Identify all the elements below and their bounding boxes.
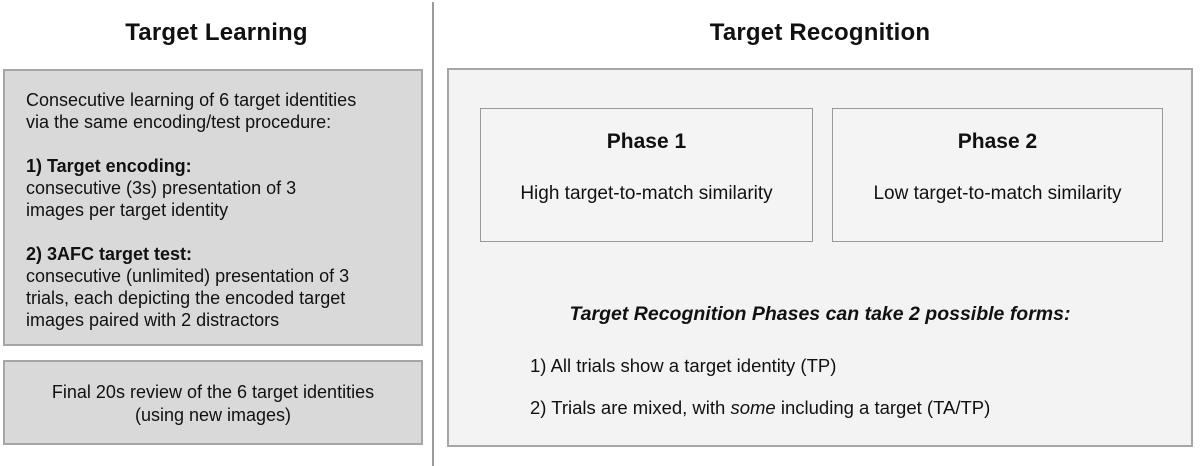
learning-intro-line: via the same encoding/test procedure:	[26, 112, 332, 132]
panel-divider	[432, 2, 434, 466]
step1-label: 1) Target encoding:	[26, 156, 192, 176]
phase-2-box: Phase 2 Low target-to-match similarity	[832, 108, 1163, 242]
review-line: Final 20s review of the 6 target identit…	[51, 382, 375, 402]
phase-2-title: Phase 2	[957, 130, 1038, 153]
phase-1-description: High target-to-match similarity	[520, 183, 773, 204]
review-line: (using new images)	[134, 405, 292, 425]
form-item-2-emphasis: some	[730, 397, 776, 418]
target-learning-title: Target Learning	[125, 19, 308, 46]
learning-intro-line: Consecutive learning of 6 target identit…	[26, 90, 357, 110]
form-item-2-before: 2) Trials are mixed, with	[530, 397, 731, 418]
learning-procedure-box: Consecutive learning of 6 target identit…	[3, 69, 423, 346]
step1-text-line: consecutive (3s) presentation of 3	[26, 178, 297, 198]
step2-text-line: trials, each depicting the encoded targe…	[26, 288, 346, 308]
phase-1-box: Phase 1 High target-to-match similarity	[480, 108, 813, 242]
final-review-box: Final 20s review of the 6 target identit…	[3, 360, 423, 445]
step2-text-line: consecutive (unlimited) presentation of …	[26, 266, 350, 286]
phase-1-title: Phase 1	[606, 130, 687, 153]
form-item-2-after: including a target (TA/TP)	[775, 397, 991, 418]
step2-label: 2) 3AFC target test:	[26, 244, 193, 264]
recognition-box: Phase 1 High target-to-match similarity …	[447, 68, 1193, 447]
form-item-1: 1) All trials show a target identity (TP…	[530, 355, 837, 376]
step1-text-line: images per target identity	[26, 200, 229, 220]
spacer	[26, 133, 403, 155]
step2-text-line: images paired with 2 distractors	[26, 310, 280, 330]
target-recognition-title: Target Recognition	[709, 19, 931, 46]
phase-2-description: Low target-to-match similarity	[873, 183, 1122, 204]
spacer	[26, 221, 403, 243]
forms-heading: Target Recognition Phases can take 2 pos…	[569, 303, 1071, 325]
form-item-2: 2) Trials are mixed, with some including…	[530, 397, 990, 419]
